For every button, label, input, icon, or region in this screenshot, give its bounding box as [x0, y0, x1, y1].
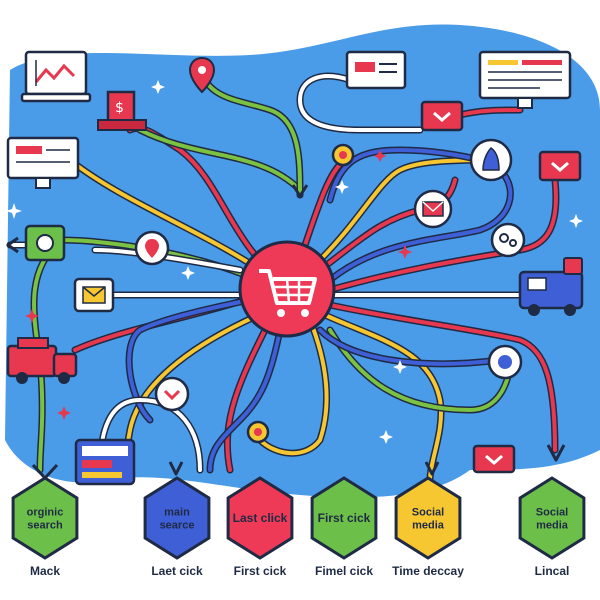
sparkle-icon	[6, 80, 583, 444]
svg-text:$: $	[115, 100, 124, 116]
path-white-4	[297, 74, 422, 132]
hexagon-label: orginic	[27, 507, 64, 519]
delivery-van-icon	[518, 257, 584, 316]
hexagon-shape	[310, 476, 378, 560]
model-caption: First cick	[234, 564, 287, 578]
path-blue-5	[328, 147, 482, 202]
model-caption: Laet cick	[151, 564, 203, 578]
connection-paths	[6, 66, 560, 484]
search-icon	[24, 224, 66, 262]
path-yellow-4	[318, 158, 502, 262]
model-caption: Mack	[30, 564, 60, 578]
browser-window-icon	[345, 50, 407, 90]
email-icon	[413, 189, 453, 229]
email-icon	[73, 277, 115, 313]
sparkle-icon	[25, 150, 412, 420]
cart-hub	[238, 240, 336, 338]
arrow-down-icon	[424, 461, 440, 476]
path-red-5	[328, 303, 557, 452]
path-green-2	[138, 128, 302, 192]
hexagon-label: media	[412, 520, 445, 532]
target-icon	[487, 344, 523, 380]
laptop-chart-icon	[20, 50, 92, 103]
path-blue-3	[208, 328, 282, 472]
model-caption: Time deccay	[392, 564, 464, 578]
location-pin-icon	[134, 230, 170, 266]
arrow-down-icon	[546, 444, 566, 462]
path-blue-2	[328, 168, 513, 282]
path-white-5	[98, 397, 202, 472]
truck-icon	[6, 337, 78, 384]
heart-message-icon	[154, 376, 190, 412]
hexagon-label: search	[27, 520, 63, 532]
hexagon-shape	[143, 476, 211, 560]
hexagon-shape	[11, 476, 79, 560]
location-pin-icon	[188, 56, 216, 94]
hexagon-label: Social	[536, 507, 568, 519]
path-yellow-2	[258, 318, 329, 456]
arrow-down-icon	[291, 184, 309, 198]
settings-icon	[490, 222, 526, 258]
monitor-icon	[478, 50, 572, 109]
hexagon-label: Last click	[233, 511, 288, 525]
path-green-3	[198, 68, 302, 197]
arrow-down-icon	[168, 461, 184, 476]
hexagon-shape	[226, 476, 294, 560]
model-caption: Fimel cick	[315, 564, 373, 578]
model-caption: Lincal	[535, 564, 570, 578]
heart-message-icon	[420, 100, 464, 132]
mobile-device-icon	[74, 438, 136, 486]
path-yellow-1	[68, 158, 262, 272]
arrow-left-icon	[6, 236, 19, 254]
path-green-5	[328, 328, 512, 413]
target-icon	[331, 143, 355, 167]
hexagon-label: searce	[160, 520, 195, 532]
heart-message-icon	[538, 150, 582, 182]
path-blue-1	[127, 298, 252, 422]
path-red-7	[458, 108, 522, 117]
hexagon-shape	[518, 476, 586, 560]
heart-message-icon	[472, 444, 516, 474]
gift-box-icon: $	[97, 90, 147, 131]
user-badge-icon	[469, 138, 513, 182]
hexagon-label: main	[164, 507, 190, 519]
hexagon-shape	[394, 476, 462, 560]
path-red-6	[225, 318, 272, 472]
path-yellow-3	[323, 313, 443, 482]
hexagon-label: Social	[412, 507, 444, 519]
target-icon	[246, 420, 270, 444]
hexagon-label: media	[536, 520, 569, 532]
path-blue-4	[318, 328, 502, 366]
hexagon-label: First cick	[318, 511, 371, 525]
monitor-icon	[6, 136, 80, 189]
shopping-cart-icon	[259, 269, 317, 317]
